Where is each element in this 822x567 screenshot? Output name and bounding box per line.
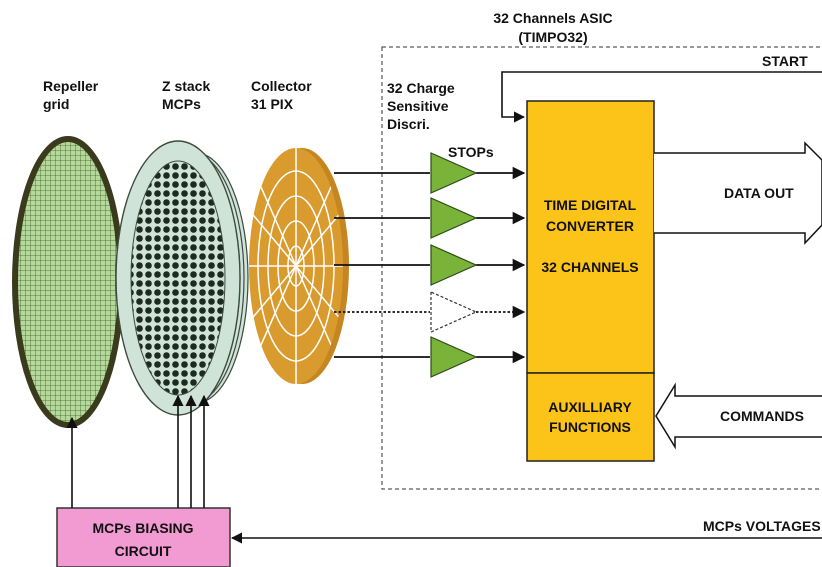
collector-label-line2: 31 PIX — [251, 96, 294, 112]
discri-label-line3: Discri. — [387, 116, 430, 132]
bias-label-line2: CIRCUIT — [115, 543, 172, 559]
discriminator-triangle-placeholder — [430, 291, 478, 333]
data-out-arrow — [654, 141, 822, 245]
discri-label-line2: Sensitive — [387, 98, 449, 114]
asic-subtitle: (TIMPO32) — [518, 29, 587, 45]
tdc-label-line2: CONVERTER — [546, 218, 634, 234]
tdc-label-line3: 32 CHANNELS — [541, 259, 638, 275]
stops-label: STOPs — [448, 144, 494, 160]
data-out-label: DATA OUT — [724, 185, 794, 201]
commands-arrow — [655, 382, 822, 450]
asic-title: 32 Channels ASIC — [493, 10, 612, 26]
repeller-label-line2: grid — [43, 96, 69, 112]
start-label: START — [762, 53, 808, 69]
repeller-label-line1: Repeller — [43, 78, 99, 94]
collector-pixels — [249, 148, 349, 384]
repeller-grid — [12, 136, 124, 428]
start-signal — [501, 71, 822, 123]
mcp-label-line2: MCPs — [162, 96, 201, 112]
aux-label-line1: AUXILLIARY — [548, 399, 632, 415]
discriminator-triangle — [430, 152, 478, 194]
mcp-voltages-label: MCPs VOLTAGES — [703, 518, 821, 534]
discri-label-line1: 32 Charge — [387, 80, 455, 96]
tdc-block — [526, 100, 655, 374]
discriminator-triangle — [430, 336, 478, 378]
asic-boundary — [381, 46, 822, 490]
discriminator-triangle — [430, 244, 478, 286]
bias-label-line1: MCPs BIASING — [92, 520, 193, 536]
aux-label-line2: FUNCTIONS — [549, 419, 631, 435]
mcp-stack — [115, 140, 249, 416]
discriminators — [430, 152, 478, 378]
discriminator-triangle — [430, 197, 478, 239]
commands-label: COMMANDS — [720, 408, 804, 424]
stop-signal-lines — [334, 166, 526, 364]
bias-feed-arrows — [66, 394, 210, 508]
aux-block — [526, 372, 655, 462]
mcp-label-line1: Z stack — [162, 78, 210, 94]
mcp-biasing-circuit — [56, 507, 231, 567]
collector-label-line1: Collector — [251, 78, 312, 94]
tdc-label-line1: TIME DIGITAL — [544, 197, 637, 213]
